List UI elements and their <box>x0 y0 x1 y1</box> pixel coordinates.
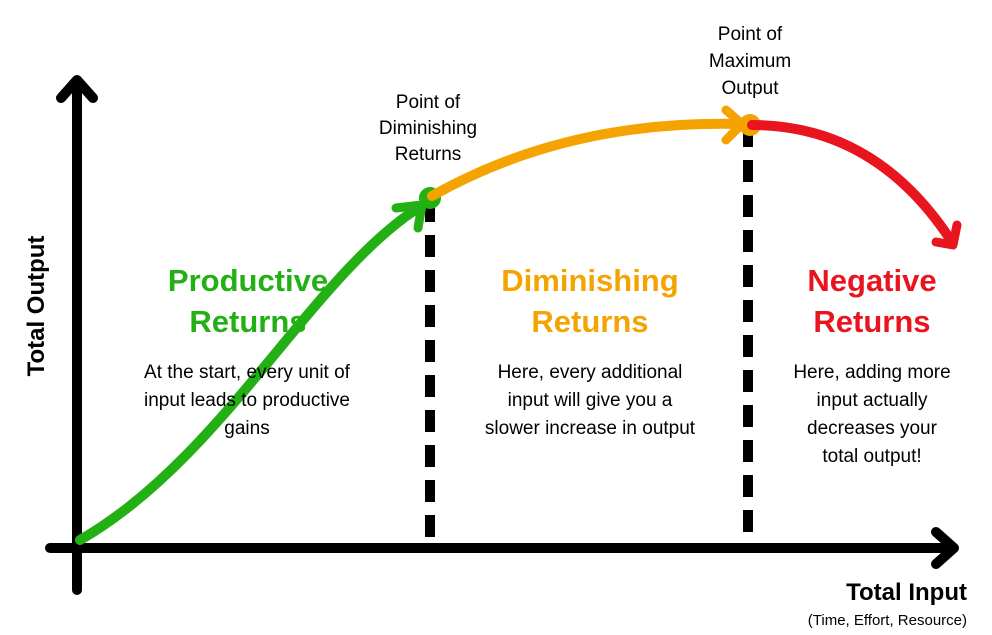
y-axis-label: Total Output <box>23 236 50 377</box>
region-productive-desc: gains <box>224 418 269 439</box>
region-negative-title: Negative <box>807 263 936 298</box>
output-curve <box>75 105 962 545</box>
curve-productive <box>75 205 420 545</box>
region-diminishing-desc: input will give you a <box>508 390 673 411</box>
region-productive: Productive Returns At the start, every u… <box>144 263 351 439</box>
region-negative-desc: total output! <box>822 446 921 467</box>
region-negative-desc: input actually <box>817 390 928 411</box>
x-axis-label: Total Input <box>846 579 967 606</box>
region-diminishing-desc: slower increase in output <box>485 418 696 439</box>
point-maximum-line: Output <box>721 78 779 99</box>
point-maximum-line: Maximum <box>709 51 791 72</box>
region-negative-desc: decreases your <box>807 418 938 439</box>
axes <box>45 75 959 595</box>
region-diminishing-desc: Here, every additional <box>498 362 683 383</box>
region-diminishing-title: Diminishing <box>501 263 678 298</box>
region-diminishing-title: Returns <box>531 304 648 339</box>
region-productive-title: Returns <box>189 304 306 339</box>
curve-negative <box>747 120 953 241</box>
point-diminishing-line: Returns <box>395 144 462 165</box>
region-productive-desc: At the start, every unit of <box>144 362 351 383</box>
region-productive-title: Productive <box>168 263 328 298</box>
region-negative: Negative Returns Here, adding more input… <box>793 263 950 467</box>
point-diminishing-line: Diminishing <box>379 118 477 139</box>
curve-diminishing <box>427 118 743 201</box>
x-axis-arrowhead <box>931 527 959 569</box>
x-axis-sublabel: (Time, Effort, Resource) <box>808 612 967 629</box>
region-negative-desc: Here, adding more <box>793 362 950 383</box>
region-productive-desc: input leads to productive <box>144 390 350 411</box>
region-negative-title: Returns <box>813 304 930 339</box>
point-diminishing-line: Point of <box>396 92 461 113</box>
region-diminishing: Diminishing Returns Here, every addition… <box>485 263 696 439</box>
point-diminishing-label: Point of Diminishing Returns <box>379 92 477 165</box>
point-maximum-label: Point of Maximum Output <box>709 24 791 99</box>
y-axis-arrowhead <box>56 75 98 103</box>
curve-negative-arrowhead <box>931 220 962 250</box>
point-maximum-line: Point of <box>718 24 783 45</box>
